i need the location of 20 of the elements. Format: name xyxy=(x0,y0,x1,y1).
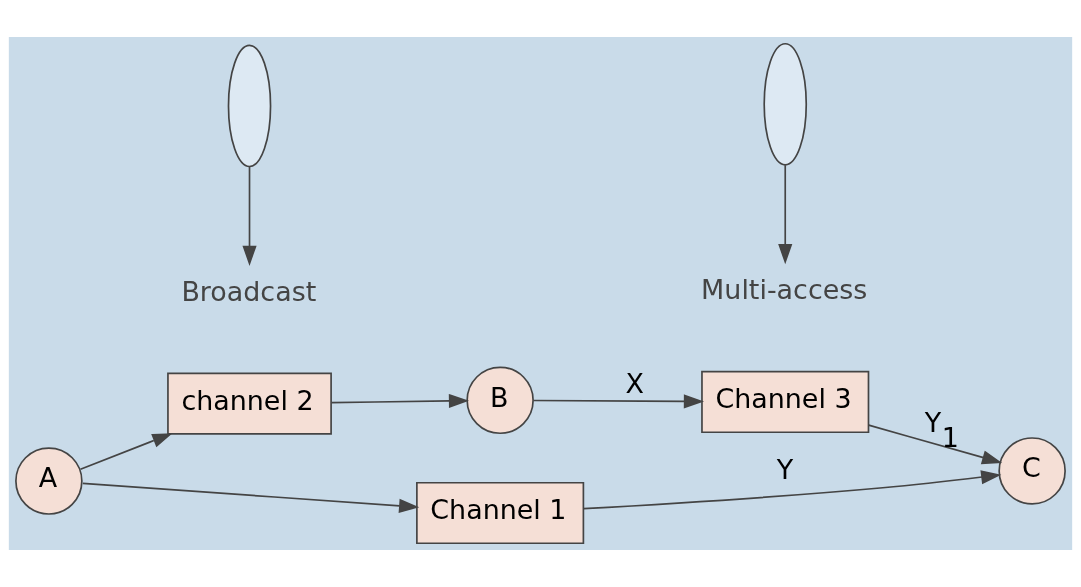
arrow xyxy=(778,164,793,265)
edge-label: Y xyxy=(776,454,794,486)
arrow xyxy=(532,394,705,409)
node-ellipse xyxy=(763,42,808,166)
node-ellipse xyxy=(227,44,272,168)
node-circle: B xyxy=(466,366,534,435)
node-circle: C xyxy=(998,437,1066,505)
arrow xyxy=(242,166,257,266)
node-box: Channel 1 xyxy=(416,481,585,545)
edge-label: X xyxy=(625,368,644,400)
arrow xyxy=(79,433,173,471)
arrow xyxy=(81,482,420,513)
node-circle: A xyxy=(15,447,83,515)
arrow xyxy=(582,470,1002,510)
node-text: Broadcast xyxy=(181,275,317,307)
node-text: Multi-access xyxy=(701,274,868,306)
node-box: Channel 3 xyxy=(701,370,870,434)
arrow xyxy=(330,393,470,409)
node-box: channel 2 xyxy=(167,372,332,435)
arrow xyxy=(867,424,1003,465)
